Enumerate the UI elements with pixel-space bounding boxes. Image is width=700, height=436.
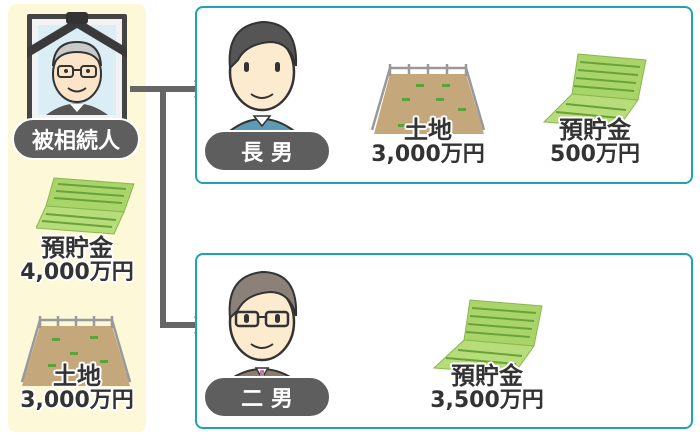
eldest-son-savings-label: 預貯金 500万円	[550, 116, 640, 168]
bankbook-icon	[428, 296, 544, 376]
decedent-savings-label: 預貯金 4,000万円	[20, 234, 134, 286]
bankbook-icon	[538, 50, 648, 130]
second-son-label: 二 男	[203, 376, 331, 418]
bankbook-icon	[36, 176, 136, 236]
land-icon	[366, 62, 490, 136]
decedent-label: 被相続人	[12, 118, 140, 160]
second-son-avatar-icon	[218, 262, 306, 382]
memorial-portrait-icon	[24, 8, 130, 126]
land-icon	[18, 312, 134, 390]
decedent-land-label: 土地 3,000万円	[20, 362, 134, 414]
second-son-savings-label: 預貯金 3,500万円	[430, 362, 544, 414]
eldest-son-land-label: 土地 3,000万円	[371, 116, 485, 168]
eldest-son-label: 長 男	[203, 130, 331, 172]
eldest-son-avatar-icon	[218, 12, 306, 134]
